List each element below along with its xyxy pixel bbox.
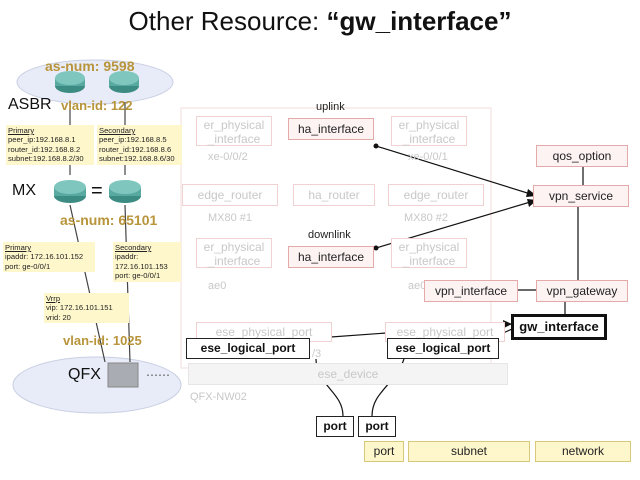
xe-left-label: xe-0/0/2 <box>208 151 248 163</box>
router-icon-mx-right <box>109 180 141 203</box>
er-physical-interface-2: er_physical _interface <box>391 116 467 146</box>
mx80-1-label: MX80 #1 <box>208 212 253 224</box>
router-icon-top-right <box>109 71 139 93</box>
vlan-id-top-label: vlan-id: 122 <box>61 98 133 113</box>
vpn-gateway-box: vpn_gateway <box>536 280 628 302</box>
er-physical-interface-3: er_physical _interface <box>196 238 272 268</box>
router-icon-mx-left <box>54 180 86 203</box>
ae0-right-label: ae0 <box>408 280 427 292</box>
as-9598-cloud <box>16 59 174 105</box>
slash3-label: /3 <box>312 348 322 360</box>
vlan-id-bottom-label: vlan-id: 1025 <box>63 333 142 348</box>
ese-logical-port-left: ese_logical_port <box>186 338 310 359</box>
ae0-left-label: ae0 <box>208 280 227 292</box>
mx-label: MX <box>12 182 36 199</box>
ese-device: ese_device <box>188 363 508 385</box>
secondary-peer-info: Secondary peer_ip:192.168.8.5 router_id:… <box>97 125 182 165</box>
legend-subnet: subnet <box>408 441 530 462</box>
page-title: Other Resource: “gw_interface” <box>128 6 512 36</box>
primary-peer-info: Primary peer_ip:192.168.8.1 router_id:19… <box>6 125 94 165</box>
ha-router: ha_router <box>293 184 375 206</box>
qfx-nw02-label: QFX-NW02 <box>190 391 247 403</box>
edge-router-2: edge_router <box>388 184 484 206</box>
ese-logical-port-right: ese_logical_port <box>387 338 499 359</box>
edge-router-1: edge_router <box>182 184 278 206</box>
as-num-mid-label: as-num: 65101 <box>60 212 158 228</box>
as-num-top-label: as-num: 9598 <box>45 58 135 74</box>
uplink-label: uplink <box>316 101 345 113</box>
qfx-label: QFX <box>68 366 101 383</box>
qos-option-box: qos_option <box>536 145 628 167</box>
er-physical-interface-4: er_physical _interface <box>391 238 467 268</box>
port-box-left: port <box>316 416 354 437</box>
secondary-port-info: Secondary ipaddr: 172.16.101.153 port: g… <box>113 242 181 282</box>
ha-interface-uplink: ha_interface <box>288 118 374 140</box>
ellipsis-dots: ⋯⋯ <box>146 368 170 382</box>
qfx-cloud <box>12 356 182 414</box>
vpn-service-box: vpn_service <box>533 185 629 207</box>
vpn-interface-box: vpn_interface <box>424 280 518 302</box>
ha-interface-downlink: ha_interface <box>288 246 374 268</box>
downlink-label: downlink <box>308 229 351 241</box>
asbr-label: ASBR <box>8 96 52 113</box>
ese-physical-port-1: ese_physical_port <box>196 322 332 342</box>
legend-port: port <box>364 441 404 462</box>
mx80-2-label: MX80 #2 <box>404 212 449 224</box>
gw-interface-box: gw_interface <box>511 314 607 340</box>
qfx-switch-icon <box>107 362 139 388</box>
xe-right-label: xe-0/0/1 <box>408 151 448 163</box>
primary-port-info: Primary ipaddr: 172.16.101.152 port: ge-… <box>3 242 95 273</box>
equals-sign: = <box>91 180 103 202</box>
er-physical-interface-1: er_physical _interface <box>196 116 272 146</box>
legend-network: network <box>535 441 631 462</box>
port-box-right: port <box>358 416 396 437</box>
vrrp-info: Vrrp vip: 172.16.101.151 vrid: 20 <box>44 293 129 324</box>
router-icon-top-left <box>55 71 85 93</box>
